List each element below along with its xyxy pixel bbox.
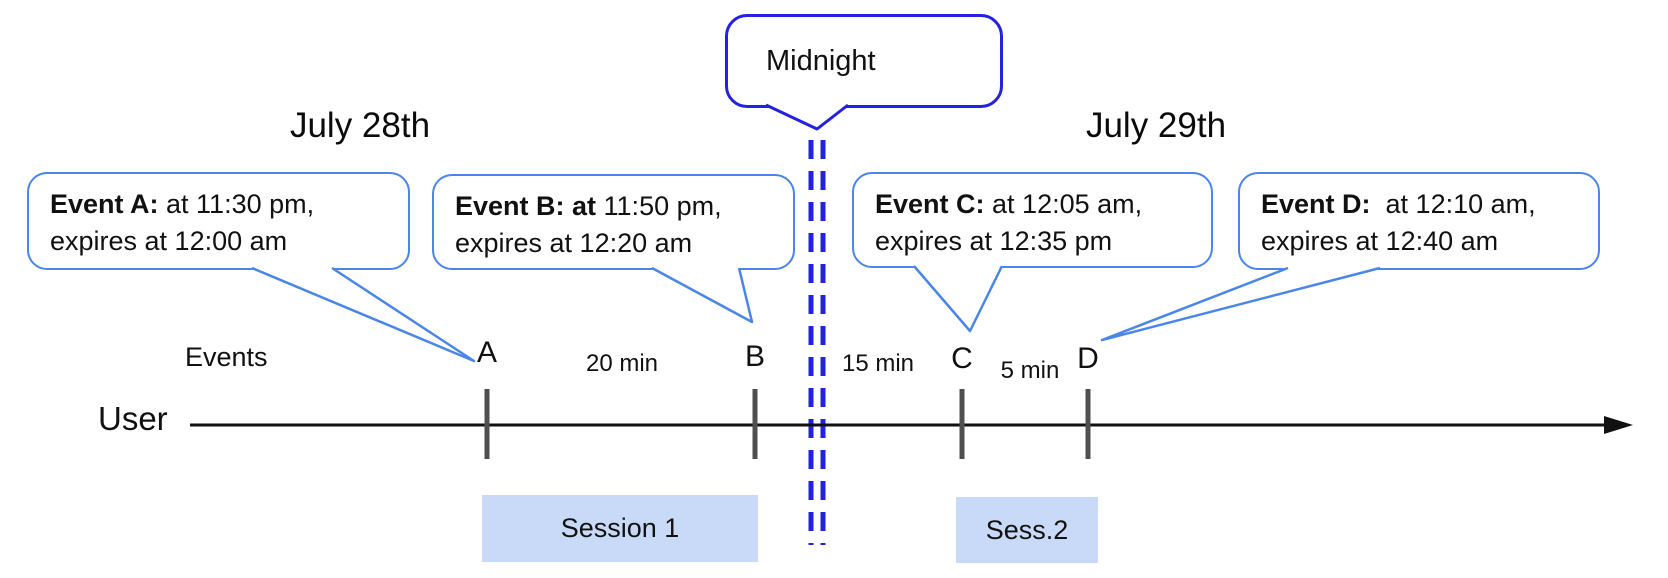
session-1-label: Session 1 [560,513,680,543]
tick-label-d: D [1077,342,1099,375]
event-c-expiry: expires at 12:35 pm [875,226,1113,256]
gap-20min-label: 20 min [585,350,659,377]
event-c-callout-tail [913,265,1004,333]
events-axis-label: Events [185,342,268,372]
event-c-title: Event C: [875,189,985,219]
event-c-callout: Event C: at 12:05 am, expires at 12:35 p… [852,172,1213,268]
event-d-callout: Event D: at 12:10 am, expires at 12:40 a… [1238,172,1600,270]
event-d-expiry: expires at 12:40 am [1261,226,1499,256]
event-a-callout: Event A: at 11:30 pm, expires at 12:00 a… [27,172,410,270]
event-a-callout-tail [251,266,476,363]
session-2-label: Sess.2 [985,514,1069,545]
event-d-time: at 12:10 am, [1370,189,1536,219]
gap-15min-label: 15 min [841,350,915,377]
event-d-callout-tail [1100,266,1381,342]
event-b-expiry: expires at 12:20 am [455,228,693,258]
date-july-28: July 28th [289,106,431,145]
gap-5min-label: 5 min [1000,357,1060,384]
session-2-box: Sess.2 [956,497,1098,563]
timeline-arrowhead-icon [1604,416,1633,434]
midnight-callout: Midnight [725,14,1003,108]
session-1-box: Session 1 [482,495,758,562]
date-july-29: July 29th [1085,106,1227,145]
tick-label-c: C [951,342,973,375]
midnight-callout-tail [765,103,849,131]
event-c-time: at 12:05 am, [984,189,1143,219]
event-b-title: Event B: at [455,191,597,221]
tick-label-a: A [476,336,498,369]
midnight-label: Midnight [766,44,876,77]
user-axis-label: User [98,400,168,437]
event-d-title: Event D: [1261,189,1371,219]
tick-label-b: B [744,340,766,373]
event-b-callout: Event B: at 11:50 pm, expires at 12:20 a… [432,174,795,270]
event-b-time: 11:50 pm, [596,191,722,221]
event-a-expiry: expires at 12:00 am [50,226,288,256]
event-a-time: at 11:30 pm, [158,189,315,219]
event-a-title: Event A: [50,189,159,219]
event-b-callout-tail [651,266,754,324]
